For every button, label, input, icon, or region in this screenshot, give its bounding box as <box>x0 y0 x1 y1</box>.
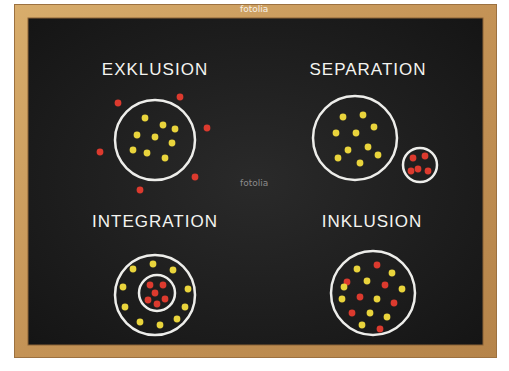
chalk-dot <box>147 282 154 289</box>
chalk-dot <box>172 126 179 133</box>
chalk-circle-group: INKLUSION <box>272 207 472 357</box>
chalk-dot <box>391 300 398 307</box>
chalk-dot <box>169 140 176 147</box>
chalk-dot <box>150 261 157 268</box>
board-surface <box>28 18 483 345</box>
chalk-dot <box>162 296 169 303</box>
chalk-dot <box>115 100 122 107</box>
chalk-dot <box>422 153 429 160</box>
chalk-dot <box>130 266 137 273</box>
watermark: fotolia <box>240 4 268 14</box>
chalk-dot <box>122 304 129 311</box>
chalk-dot <box>399 286 406 293</box>
chalk-dot <box>384 314 391 321</box>
chalk-circle-group: SEPARATION <box>268 55 468 205</box>
group-heading: INKLUSION <box>272 207 472 232</box>
chalk-dot <box>354 266 361 273</box>
chalk-dot <box>185 286 192 293</box>
chalk-dot <box>170 267 177 274</box>
chalk-dot <box>97 149 104 156</box>
chalk-dot <box>382 282 389 289</box>
chalk-dot <box>177 94 184 101</box>
chalk-dot <box>162 155 169 162</box>
chalk-dot <box>374 262 381 269</box>
chalk-dot <box>192 174 199 181</box>
chalk-dot <box>152 290 159 297</box>
chalk-circle-group: EXKLUSION <box>55 55 255 205</box>
chalk-dot <box>142 115 149 122</box>
chalk-dot <box>389 270 396 277</box>
chalk-dot <box>145 297 152 304</box>
chalk-circle <box>331 251 415 335</box>
chalk-dot <box>364 278 371 285</box>
chalk-circle <box>115 100 195 180</box>
chalk-dot <box>340 114 347 121</box>
chalk-circle-group: INTEGRATION <box>55 207 255 357</box>
chalk-dot <box>359 322 366 329</box>
chalk-dot <box>120 284 127 291</box>
chalk-dot <box>174 316 181 323</box>
chalk-dot <box>371 124 378 131</box>
chalk-dot <box>410 155 417 162</box>
chalk-dot <box>341 284 348 291</box>
chalk-dot <box>360 112 367 119</box>
wood-frame <box>14 4 497 358</box>
chalk-dot <box>357 294 364 301</box>
chalk-dot <box>137 319 144 326</box>
chalk-dot <box>345 147 352 154</box>
chalk-dot <box>333 130 340 137</box>
chalk-dot <box>415 166 422 173</box>
chalk-circle <box>139 275 175 311</box>
chalk-dot <box>144 150 151 157</box>
chalk-dot <box>339 296 346 303</box>
group-heading: EXKLUSION <box>55 55 255 80</box>
chalk-dot <box>335 155 342 162</box>
chalk-dot <box>152 134 159 141</box>
frame-edge <box>15 5 497 358</box>
chalk-dot <box>375 152 382 159</box>
watermark: fotolia <box>240 178 268 188</box>
chalk-dot <box>157 322 164 329</box>
chalk-dot <box>349 310 356 317</box>
chalk-dot <box>374 296 381 303</box>
chalk-dot <box>160 122 167 129</box>
chalk-dot <box>130 147 137 154</box>
chalk-circle <box>313 96 397 180</box>
chalk-dot <box>367 310 374 317</box>
chalk-dot <box>425 168 432 175</box>
chalk-dot <box>154 301 161 308</box>
chalk-circle <box>403 148 437 182</box>
chalk-dot <box>182 304 189 311</box>
group-heading: INTEGRATION <box>55 207 255 232</box>
chalk-dot <box>160 282 167 289</box>
chalk-dot <box>204 125 211 132</box>
group-heading: SEPARATION <box>268 55 468 80</box>
chalk-dot <box>353 130 360 137</box>
chalk-dot <box>408 168 415 175</box>
chalk-dot <box>134 132 141 139</box>
chalk-dot <box>377 326 384 333</box>
chalk-circle <box>115 255 195 335</box>
chalk-dot <box>365 144 372 151</box>
chalk-dot <box>357 160 364 167</box>
chalk-dot <box>137 187 144 194</box>
